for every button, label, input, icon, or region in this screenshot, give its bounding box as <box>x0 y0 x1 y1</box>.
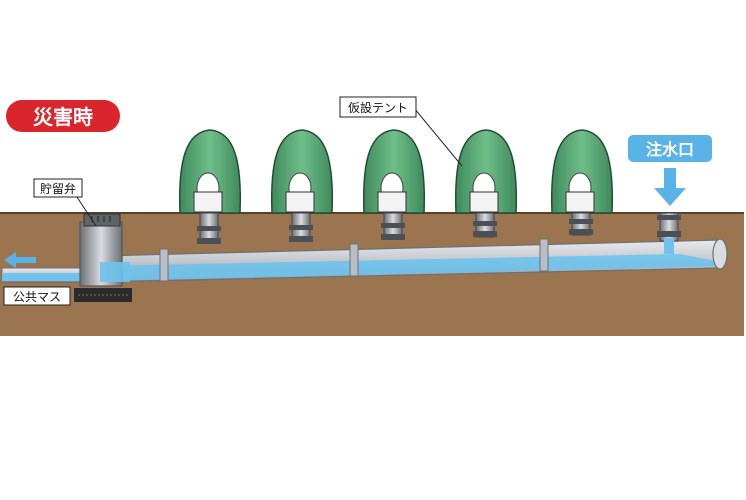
valve-label: 貯留弁 <box>40 181 76 196</box>
public-sewer-basin <box>74 288 132 302</box>
tent <box>270 129 334 242</box>
arrow-down-icon <box>654 168 686 206</box>
tent-label: 仮設テント <box>348 100 408 115</box>
tent <box>362 129 426 240</box>
toilet-seat <box>469 191 499 213</box>
tent-label-box: 仮設テント <box>339 96 417 118</box>
tent <box>178 129 242 244</box>
disaster-badge: 災害時 <box>6 100 120 132</box>
public-sewer-label-box: 公共マス <box>3 286 71 306</box>
tent-row <box>178 129 614 244</box>
public-sewer-label: 公共マス <box>13 290 61 304</box>
storage-valve-chamber <box>79 213 130 287</box>
arrow-left-icon <box>4 252 36 268</box>
water-flow <box>100 254 720 281</box>
tent <box>550 129 614 236</box>
inlet-label: 注水口 <box>646 140 694 159</box>
disaster-badge-label: 災害時 <box>33 105 93 129</box>
tent <box>454 129 518 238</box>
valve-label-box: 貯留弁 <box>33 178 83 198</box>
water-inlet-post <box>657 212 681 254</box>
main-drain-pipe <box>99 238 728 283</box>
toilet-seat <box>565 191 595 213</box>
toilet-seat <box>285 191 315 213</box>
toilet-seat <box>377 191 407 213</box>
inlet-badge: 注水口 <box>628 135 712 162</box>
toilet-seat <box>193 191 223 213</box>
